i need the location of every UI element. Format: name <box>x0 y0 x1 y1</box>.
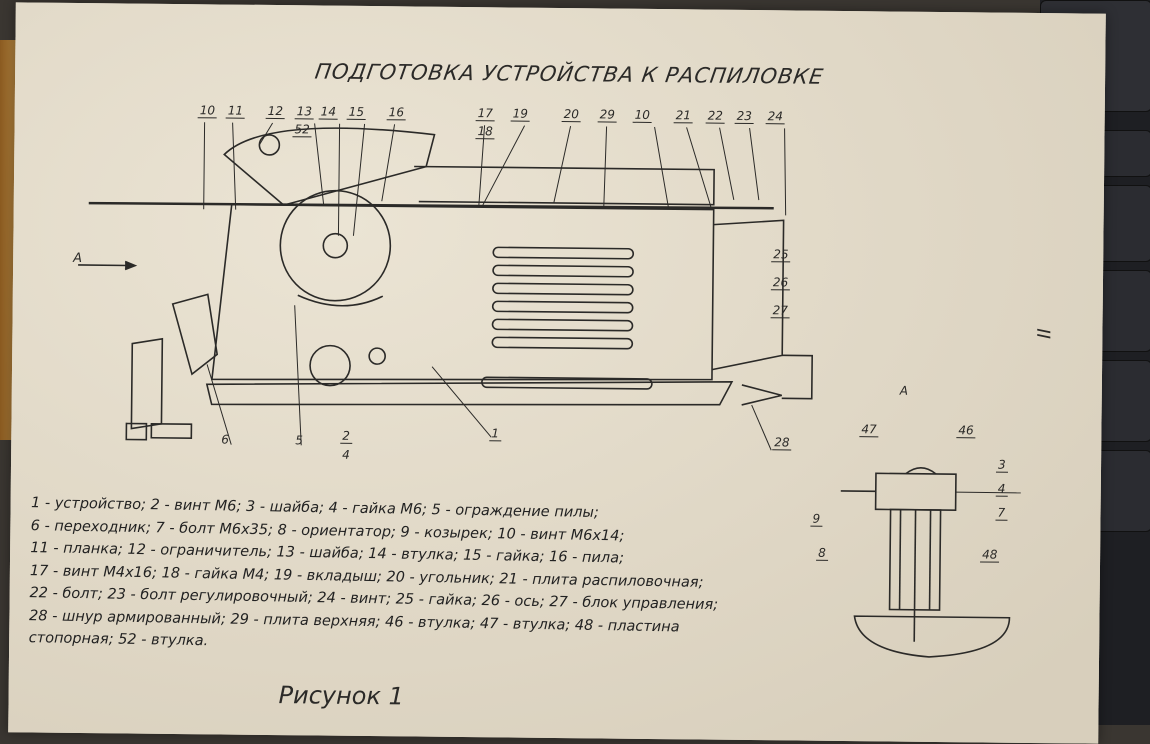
detail-view-title: A <box>900 384 908 398</box>
callout-28: 28 <box>772 436 791 450</box>
parts-legend: 1 - устройство; 2 - винт М6; 3 - шайба; … <box>29 492 720 661</box>
detail-callout-7: 7 <box>995 507 1007 521</box>
callout-17: 17 <box>476 107 495 121</box>
callout-27: 27 <box>771 304 790 318</box>
callout-22: 22 <box>706 110 725 124</box>
callout-21: 21 <box>674 109 693 123</box>
detail-callout-48: 48 <box>980 548 999 562</box>
adapter <box>172 294 218 374</box>
callout-29: 29 <box>598 108 617 122</box>
page-number: II <box>1032 328 1053 339</box>
callout-10: 10 <box>198 104 217 118</box>
document-page: ПОДГОТОВКА УСТРОЙСТВА К РАСПИЛОВКЕ <box>8 2 1106 743</box>
callout-18: 18 <box>475 125 494 139</box>
detail-callout-9: 9 <box>810 513 822 527</box>
callout-11: 11 <box>226 105 245 119</box>
base <box>207 376 732 409</box>
figure-caption: Рисунок 1 <box>278 681 404 710</box>
callout-2: 2 <box>340 430 352 444</box>
device-body <box>212 204 714 384</box>
callout-19: 19 <box>511 108 530 122</box>
detail-callout-4: 4 <box>996 483 1008 497</box>
detail-callout-47: 47 <box>859 423 878 437</box>
saw-blade <box>280 190 391 301</box>
callout-52: 52 <box>292 123 311 137</box>
control-block <box>712 220 784 371</box>
callout-12: 12 <box>266 105 285 119</box>
saw-guard <box>224 127 435 207</box>
view-arrow-label: A <box>73 251 82 266</box>
callout-5: 5 <box>295 433 303 447</box>
detail-callout-46: 46 <box>956 424 975 438</box>
callout-1: 1 <box>489 427 501 441</box>
callout-6: 6 <box>221 432 229 446</box>
callout-23: 23 <box>735 110 754 124</box>
callout-15: 15 <box>347 106 366 120</box>
callout-4: 4 <box>342 448 350 462</box>
callout-14: 14 <box>319 105 338 119</box>
callout-24: 24 <box>766 110 785 124</box>
callout-25: 25 <box>771 248 790 262</box>
detail-callout-3: 3 <box>996 459 1008 473</box>
callout-10b: 10 <box>633 109 652 123</box>
corner-bracket <box>414 166 714 204</box>
callout-16: 16 <box>387 106 406 120</box>
callout-13: 13 <box>295 105 314 119</box>
detail-callout-8: 8 <box>816 547 828 561</box>
callout-26: 26 <box>771 276 790 290</box>
vent-grille <box>482 247 653 389</box>
callout-20: 20 <box>562 108 581 122</box>
cord <box>782 355 812 398</box>
